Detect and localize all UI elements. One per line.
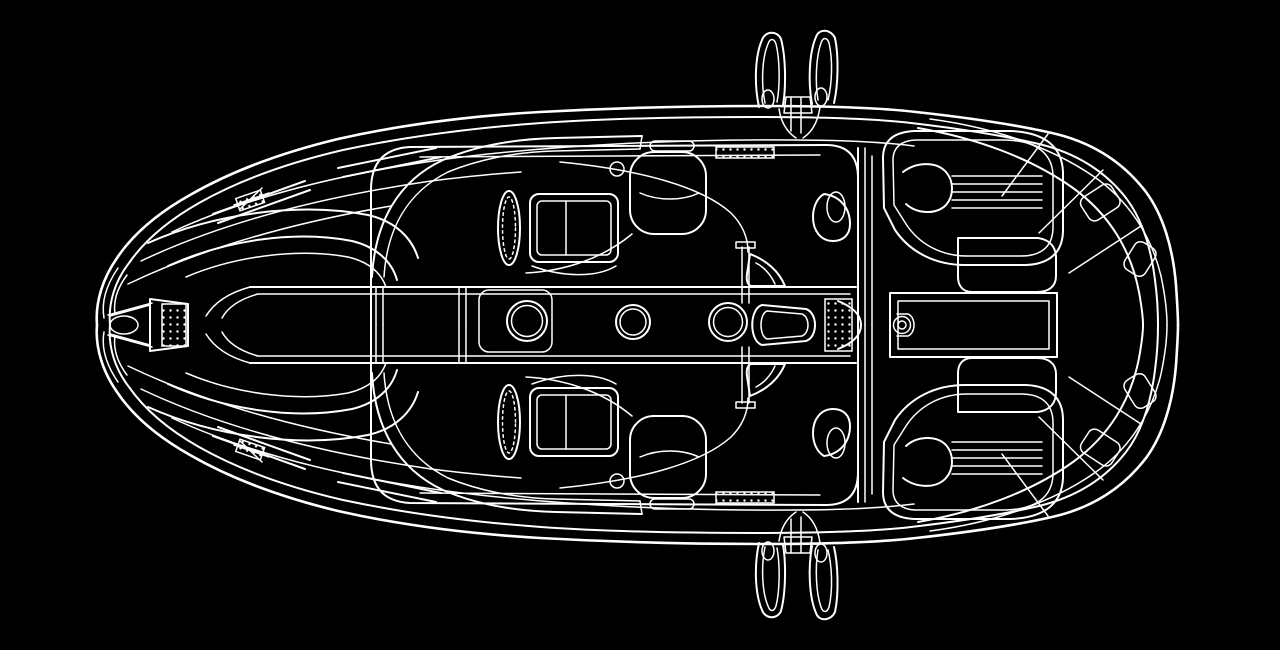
stern-nonskid-pad xyxy=(824,298,853,352)
port-half-mirrored xyxy=(95,323,1180,621)
ski-pylon xyxy=(751,304,816,346)
table-mount-circle-2 xyxy=(615,304,651,340)
table-mount-circle-2-inner xyxy=(619,308,647,336)
table-mount-circle-3 xyxy=(708,302,748,342)
anchor-locker xyxy=(149,298,189,352)
ski-pylon-inner xyxy=(760,310,809,340)
bow-light xyxy=(109,315,139,335)
tow-eye-tab xyxy=(896,313,915,337)
cockpit-floor-mat xyxy=(478,289,553,353)
engine-hatch-inner xyxy=(897,300,1050,350)
anchor-nonskid-pad xyxy=(161,303,187,347)
table-mount-circle-1-inner xyxy=(510,304,544,338)
starboard-half xyxy=(95,29,1180,327)
centerline-group xyxy=(109,289,1058,358)
bow-vee-lower xyxy=(109,333,151,346)
tow-eye-outer xyxy=(892,315,912,335)
table-mount-circle-3-inner xyxy=(712,306,744,338)
table-mount-circle-1 xyxy=(506,300,548,342)
bow-vee-upper xyxy=(109,304,151,317)
engine-hatch-outer xyxy=(889,292,1058,358)
tow-eye-inner xyxy=(897,320,907,330)
